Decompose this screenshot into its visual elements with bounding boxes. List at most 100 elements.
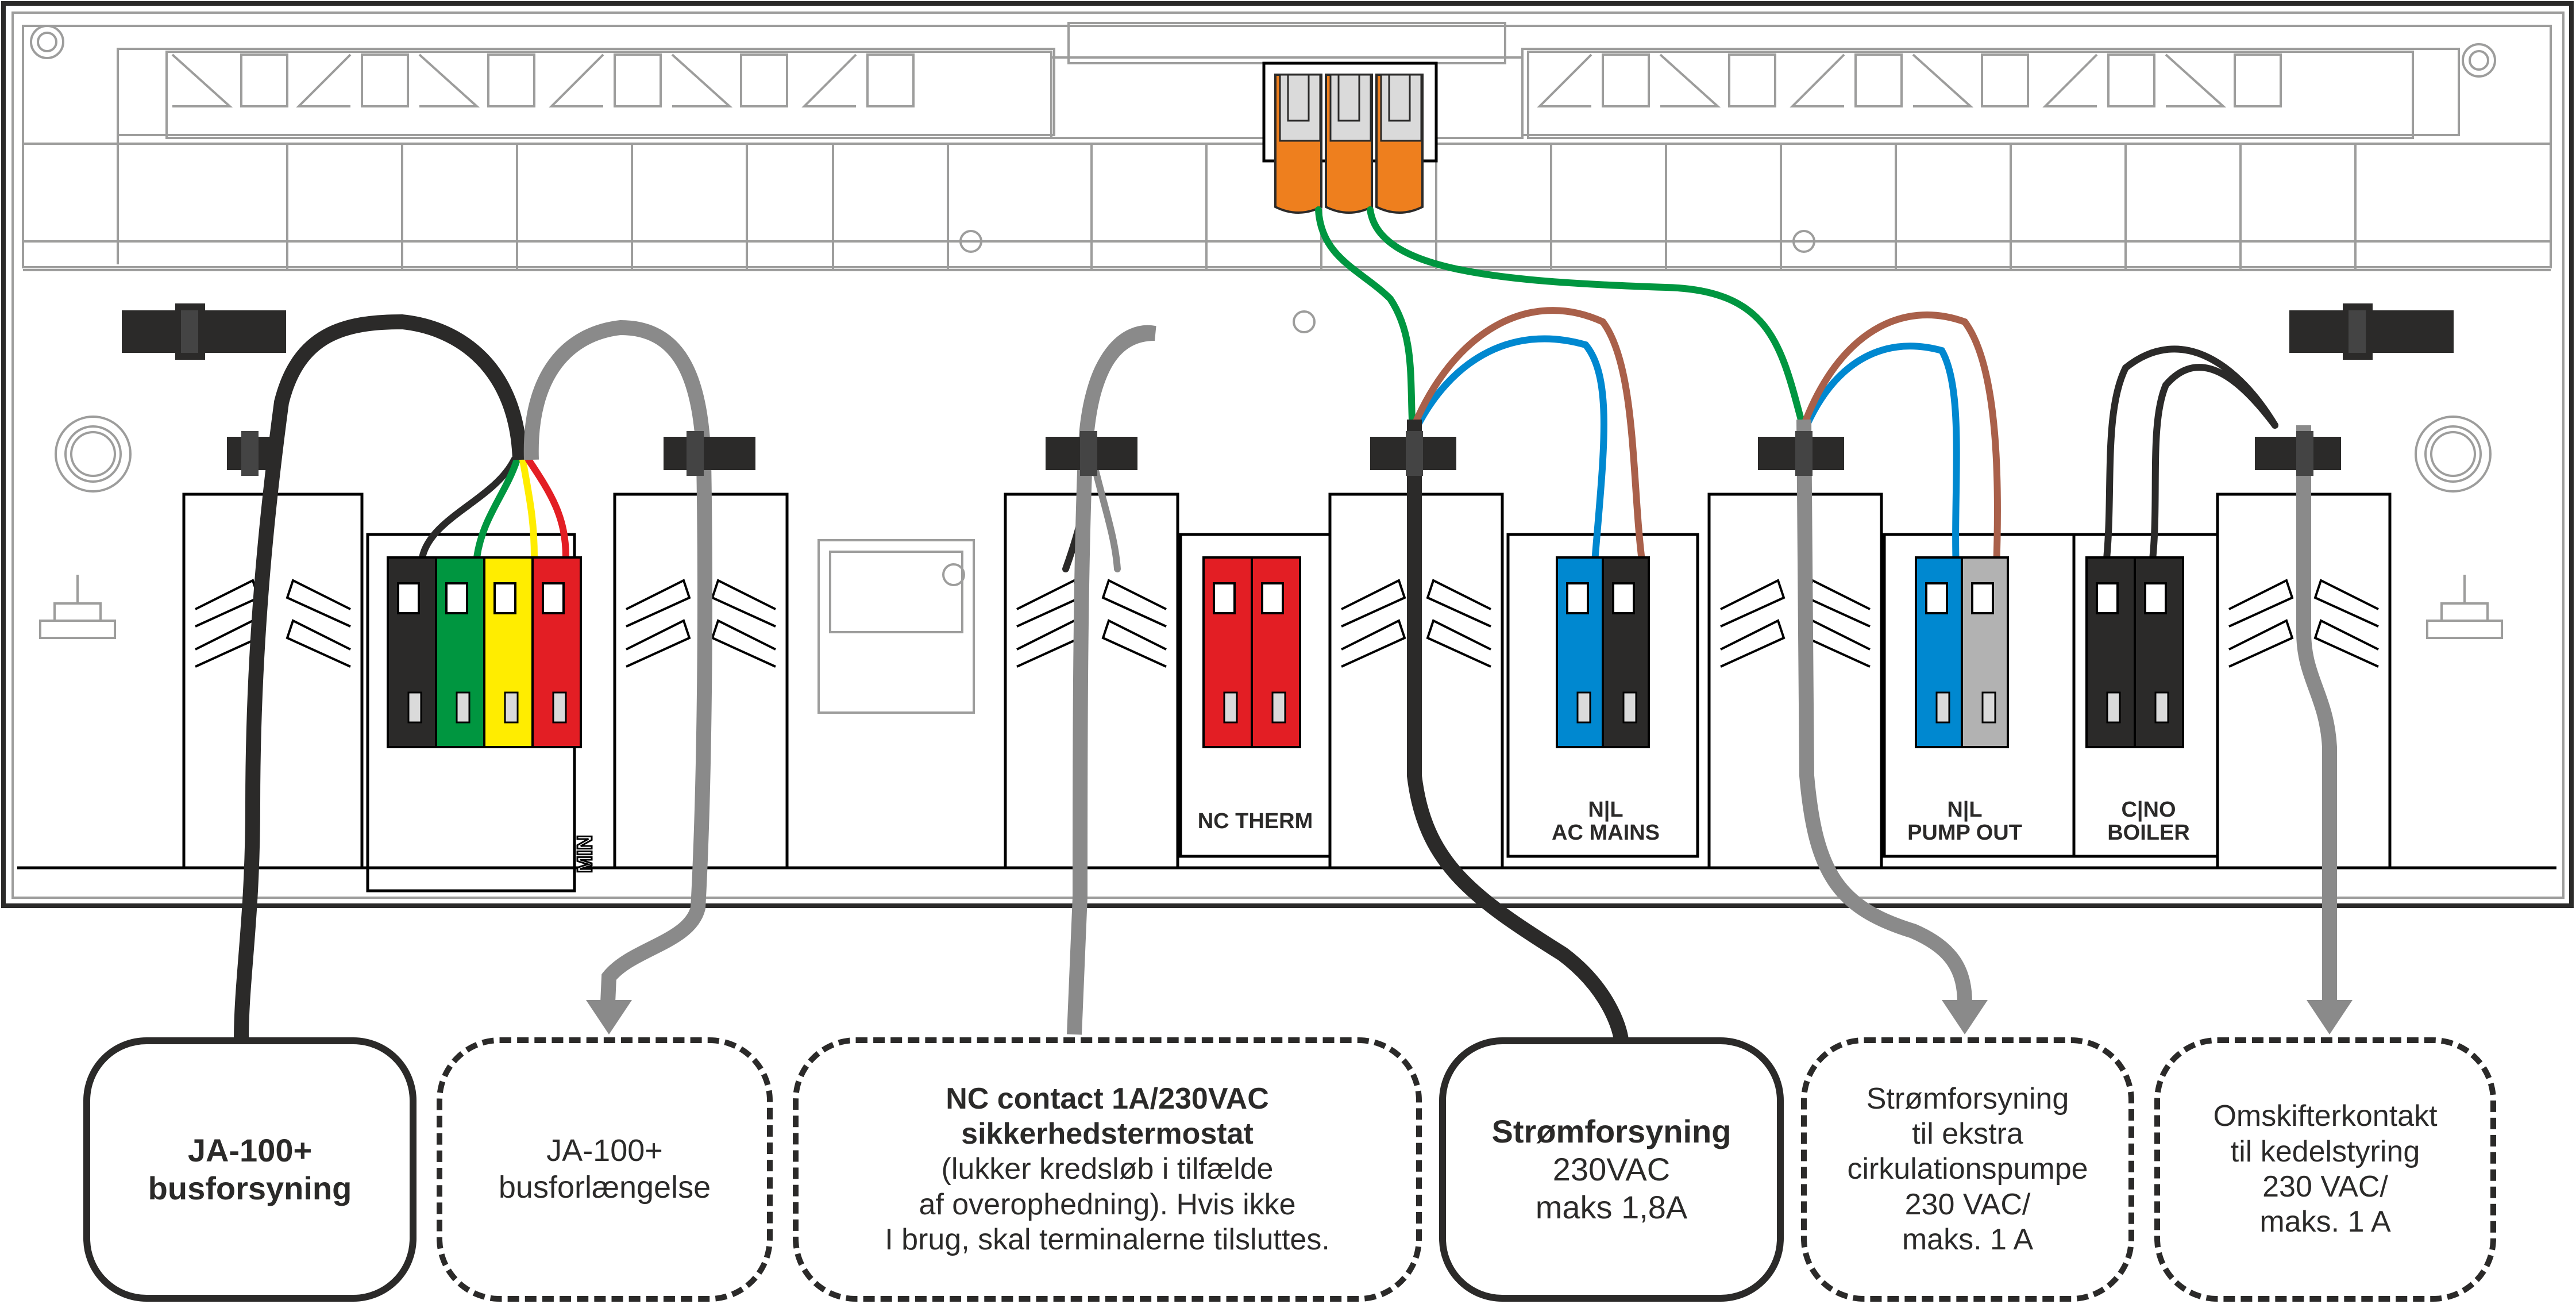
pump-out-label: PUMP OUT [1907, 820, 2022, 845]
cable-power-supply [1407, 420, 1629, 1041]
connector-pin [2154, 691, 2169, 724]
wago-connector [1262, 61, 1438, 214]
callout-line: 230 VAC/ [1904, 1187, 2031, 1221]
cable-tie-top-left [122, 303, 286, 360]
wires-bus [419, 456, 569, 561]
terminal-label-nc-therm: NC THERM [1186, 810, 1324, 833]
arrow-bus-extension [586, 1000, 632, 1034]
callout-line: Omskifterkontakt [2213, 1099, 2438, 1133]
connector-nc-therm [1202, 556, 1301, 748]
connector-boiler [2085, 556, 2184, 748]
block-nc-clamp [1004, 493, 1179, 870]
wires-pump-out [1800, 311, 2001, 572]
cable-tie-top-right [2289, 303, 2454, 360]
connector-window [493, 582, 516, 614]
connector-pin [407, 691, 422, 724]
callout-bus-extension: JA-100+ busforlængelse [437, 1037, 773, 1302]
callout-line: sikkerhedstermostat [961, 1117, 1254, 1151]
connector-window [1612, 582, 1635, 614]
housing-structure [22, 22, 2552, 714]
wires-boiler [2102, 345, 2278, 572]
connector-pin [2106, 691, 2121, 724]
connector-window [1925, 582, 1948, 614]
connector-pin [1576, 691, 1591, 724]
wago-pole-2 [1325, 74, 1373, 214]
pump-out-pole-label: N|L [1947, 798, 1983, 822]
connector-window [1213, 582, 1236, 614]
callout-line: Strømforsyning [1491, 1113, 1732, 1149]
connector-window [542, 582, 565, 614]
cable-tie-pump [1758, 431, 1844, 476]
callout-line: busforsyning [148, 1170, 352, 1206]
terminal-connectors [387, 556, 2184, 748]
cable-tie-nc [1046, 431, 1137, 476]
arrowheads [586, 1000, 2353, 1034]
callout-pump-supply: Strømforsyning til ekstra cirkulationspu… [1801, 1037, 2134, 1302]
cable-tie-mains [1370, 431, 1456, 476]
arrow-pump-supply [1942, 1000, 1988, 1034]
connector-window [1261, 582, 1284, 614]
callout-line: I brug, skal terminalerne tilsluttes. [885, 1223, 1330, 1257]
callout-bus-supply: JA-100+ busforsyning [83, 1037, 417, 1302]
connector-pin [552, 691, 567, 724]
boiler-label: BOILER [2107, 820, 2190, 845]
terminal-label-boiler: C|NO BOILER [2080, 798, 2218, 845]
callout-boiler-switch: Omskifterkontakt til kedelstyring 230 VA… [2154, 1037, 2496, 1302]
callout-line: NC contact 1A/230VAC [946, 1082, 1269, 1115]
terminal-label-pump-out: N|L PUMP OUT [1884, 798, 2045, 845]
wire-earth-green [1315, 206, 1804, 423]
connector-pole-black [1602, 556, 1650, 748]
callout-line: Strømforsyning [1866, 1082, 2069, 1115]
connector-pin [1271, 691, 1286, 724]
cable-tie-boiler [2255, 431, 2341, 476]
screw-hole-top-left [30, 25, 64, 59]
callout-line: (lukker kredsløb i tilfælde [941, 1152, 1274, 1186]
connector-bus [387, 556, 582, 748]
min-marker: MIN [572, 834, 597, 874]
callout-line: cirkulationspumpe [1847, 1152, 2088, 1186]
connector-pin [1981, 691, 1996, 724]
block-left-clamp [182, 493, 364, 870]
callout-line: 230VAC [1552, 1151, 1671, 1187]
cable-nc-therm [1067, 325, 1156, 1035]
callout-line: til kedelstyring [2230, 1134, 2420, 1168]
connector-window [2144, 582, 2167, 614]
callout-nc-contact: NC contact 1A/230VAC sikkerhedstermostat… [793, 1037, 1422, 1302]
wago-pole-3 [1375, 74, 1424, 214]
connector-pin [1935, 691, 1950, 724]
mount-hole-right [2415, 416, 2492, 493]
cable-ties [227, 431, 2341, 476]
callout-line: maks 1,8A [1535, 1189, 1688, 1226]
ac-mains-label: AC MAINS [1552, 820, 1660, 845]
connector-window [445, 582, 468, 614]
side-marker-right [2426, 575, 2503, 639]
cable-bus-extension [523, 320, 712, 1003]
strain-relief-chevrons [195, 579, 2379, 668]
block-pump-clamp [1707, 493, 1883, 870]
screw-hole-top-right [2462, 43, 2496, 78]
boiler-pole-label: C|NO [2121, 798, 2176, 822]
connector-window [1971, 582, 1994, 614]
connector-window [1566, 582, 1589, 614]
callout-power-supply: Strømforsyning 230VAC maks 1,8A [1439, 1037, 1784, 1302]
nc-therm-label: NC THERM [1197, 809, 1313, 833]
callout-line: maks. 1 A [2259, 1205, 2391, 1239]
arrow-boiler-switch [2307, 1000, 2353, 1034]
callout-line: busforlængelse [498, 1170, 711, 1205]
cable-pump-supply [1796, 419, 1972, 1003]
connector-pin [504, 691, 519, 724]
callout-line: JA-100+ [187, 1132, 313, 1168]
callout-line: maks. 1 A [1902, 1223, 2034, 1257]
wires-ac-mains [1411, 307, 1646, 572]
connector-window [397, 582, 420, 614]
terminal-label-ac-mains: N|L AC MAINS [1514, 798, 1698, 845]
connector-pin [1223, 691, 1238, 724]
mount-hole-left [55, 416, 132, 493]
cable-tie-bus-ext [664, 431, 755, 476]
connector-pin [1622, 691, 1637, 724]
connector-pump-out [1915, 556, 2009, 748]
connector-ac-mains [1556, 556, 1650, 748]
ac-mains-pole-label: N|L [1588, 798, 1624, 822]
callout-line: til ekstra [1912, 1117, 2023, 1151]
